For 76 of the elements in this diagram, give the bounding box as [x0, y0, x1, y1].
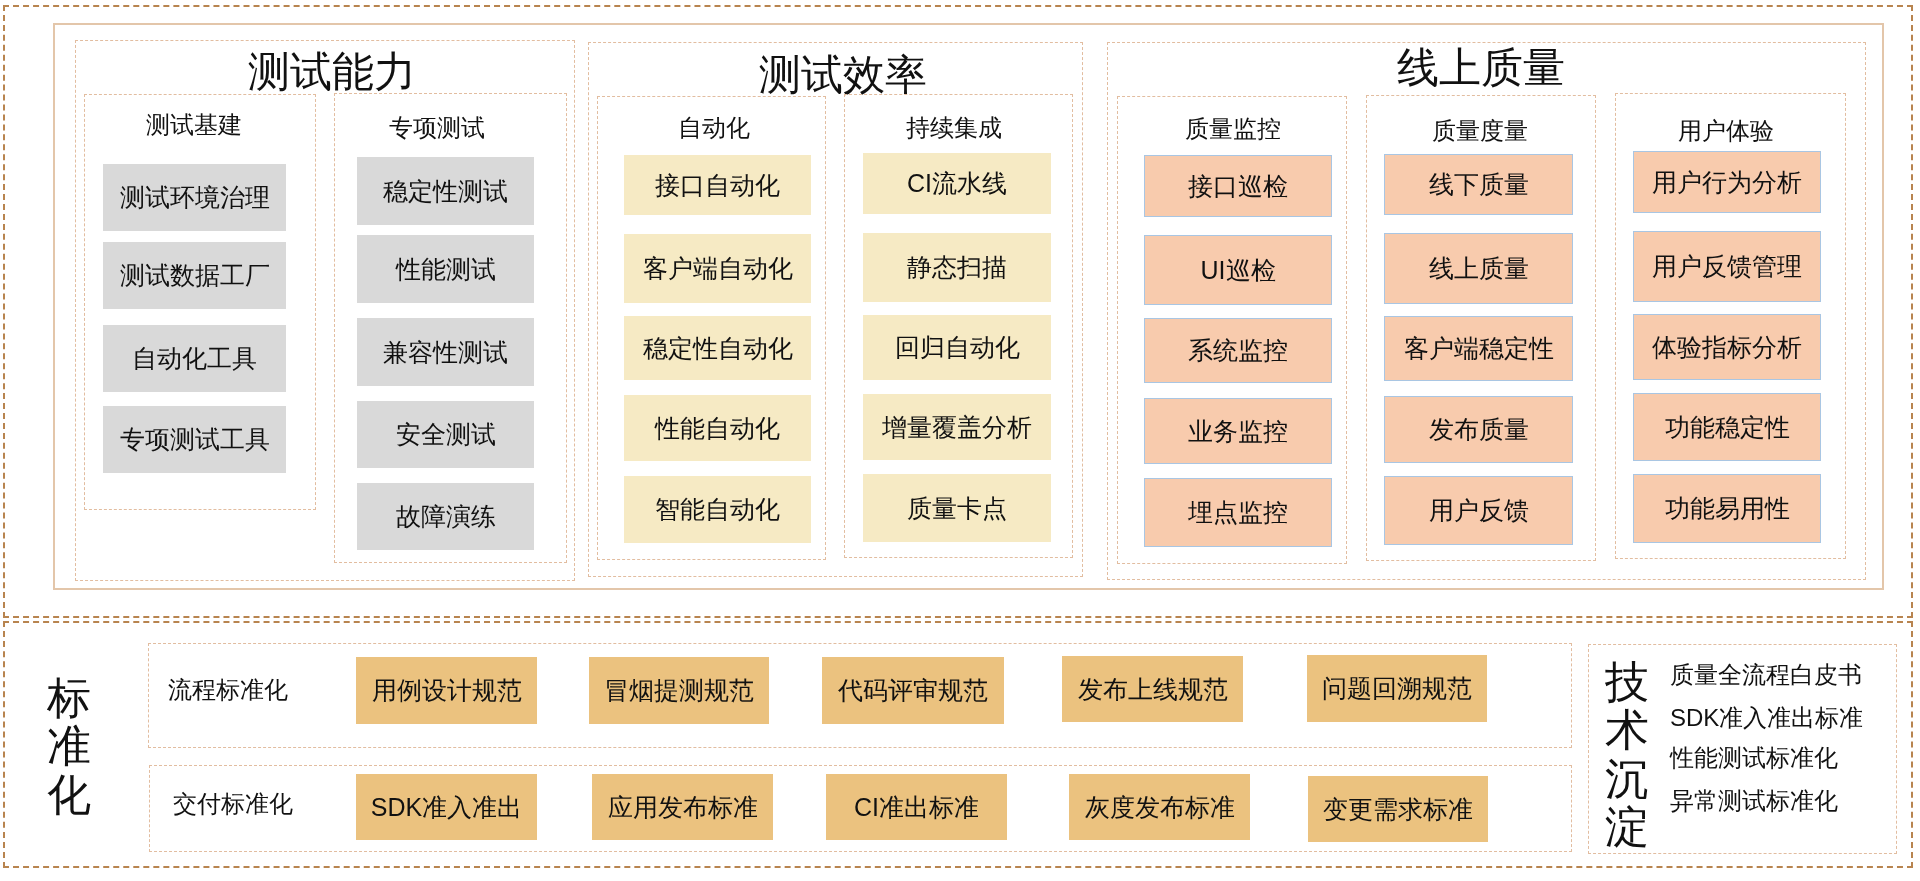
standard-tile: CI准出标准 [826, 774, 1007, 840]
capability-tile: 性能测试 [357, 235, 534, 303]
quality-tile: 用户反馈管理 [1633, 231, 1821, 302]
standard-tile: 代码评审规范 [822, 657, 1004, 724]
standard-tile: 问题回溯规范 [1307, 655, 1487, 722]
quality-tile: 业务监控 [1144, 398, 1332, 464]
efficiency-tile: 增量覆盖分析 [863, 394, 1051, 460]
standard-tile: 用例设计规范 [356, 657, 537, 724]
list-item: SDK准入准出标准 [1670, 703, 1864, 733]
efficiency-tile: 质量卡点 [863, 474, 1051, 542]
list-item: 性能测试标准化 [1670, 743, 1838, 773]
subgroup-panel [1366, 95, 1596, 561]
standard-tile: 灰度发布标准 [1069, 774, 1250, 840]
quality-tile: 客户端稳定性 [1384, 316, 1573, 381]
panel-title: 测试能力 [248, 46, 416, 97]
subgroup-panel [84, 94, 316, 510]
capability-tile: 兼容性测试 [357, 318, 534, 386]
list-item: 异常测试标准化 [1670, 786, 1838, 816]
quality-tile: 系统监控 [1144, 318, 1332, 383]
side-panel [1588, 644, 1897, 854]
row-label: 交付标准化 [173, 789, 293, 819]
capability-tile: 故障演练 [357, 483, 534, 550]
vertical-heading: 标准化 [47, 674, 91, 820]
efficiency-tile: 回归自动化 [863, 315, 1051, 380]
quality-tile: 功能稳定性 [1633, 393, 1821, 461]
section-heading: 质量度量 [1432, 116, 1528, 146]
subgroup-panel [844, 94, 1073, 558]
subgroup-panel [334, 93, 567, 563]
quality-tile: 功能易用性 [1633, 474, 1821, 543]
section-heading: 测试基建 [146, 110, 242, 140]
subgroup-panel [597, 96, 826, 560]
panel-title: 线上质量 [1397, 42, 1565, 93]
quality-tile: 埋点监控 [1144, 478, 1332, 547]
list-item: 质量全流程白皮书 [1670, 660, 1862, 690]
section-heading: 自动化 [678, 113, 750, 143]
panel-title: 测试效率 [759, 49, 927, 100]
efficiency-tile: 接口自动化 [624, 155, 811, 215]
quality-tile: 体验指标分析 [1633, 314, 1821, 380]
row-label: 流程标准化 [168, 675, 288, 705]
quality-tile: 用户反馈 [1384, 476, 1573, 545]
efficiency-tile: 静态扫描 [863, 233, 1051, 302]
standard-tile: 变更需求标准 [1308, 776, 1488, 842]
section-heading: 持续集成 [906, 113, 1002, 143]
standard-tile: 发布上线规范 [1062, 656, 1243, 722]
section-heading: 专项测试 [389, 113, 485, 143]
outer-frame [3, 621, 1913, 868]
row-panel [149, 765, 1572, 852]
quality-tile: 发布质量 [1384, 396, 1573, 463]
row-panel [148, 643, 1572, 748]
quality-tile: 用户行为分析 [1633, 151, 1821, 213]
quality-tile: 线下质量 [1384, 154, 1573, 215]
section-heading: 质量监控 [1185, 114, 1281, 144]
efficiency-tile: 稳定性自动化 [624, 316, 811, 380]
standard-tile: SDK准入准出 [356, 774, 537, 840]
section-heading: 用户体验 [1678, 116, 1774, 146]
quality-tile: 线上质量 [1384, 233, 1573, 304]
efficiency-tile: CI流水线 [863, 153, 1051, 214]
group-panel [588, 42, 1083, 577]
efficiency-tile: 客户端自动化 [624, 234, 811, 303]
capability-tile: 测试环境治理 [103, 164, 286, 231]
efficiency-tile: 智能自动化 [624, 476, 811, 543]
group-panel [1107, 42, 1866, 580]
vertical-heading: 技术沉淀 [1605, 658, 1649, 852]
subgroup-panel [1615, 93, 1846, 559]
efficiency-tile: 性能自动化 [624, 395, 811, 461]
subgroup-panel [1117, 96, 1347, 564]
capability-tile: 专项测试工具 [103, 406, 286, 473]
capability-tile: 自动化工具 [103, 325, 286, 392]
standard-tile: 应用发布标准 [592, 774, 773, 840]
quality-tile: 接口巡检 [1144, 155, 1332, 217]
capability-tile: 安全测试 [357, 401, 534, 468]
quality-tile: UI巡检 [1144, 235, 1332, 305]
standard-tile: 冒烟提测规范 [589, 657, 769, 724]
capability-tile: 测试数据工厂 [103, 242, 286, 309]
capability-tile: 稳定性测试 [357, 157, 534, 225]
group-panel [75, 40, 575, 581]
